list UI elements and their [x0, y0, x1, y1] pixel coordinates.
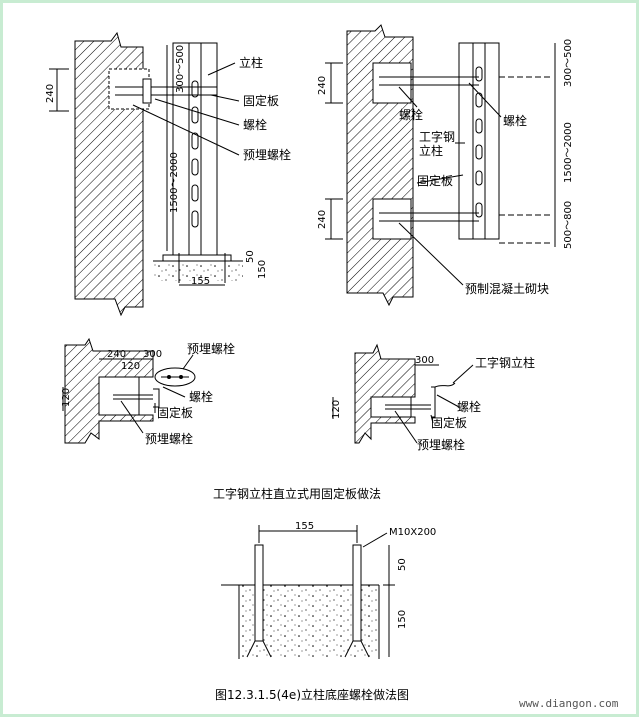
label-embedded-bolt-3b: 预埋螺栓 [145, 431, 193, 446]
dim-300-500-b: 300～500 [563, 39, 574, 87]
middle-title: 工字钢立柱直立式用固定板做法 [213, 486, 381, 501]
dim-240-b2: 240 [317, 210, 328, 229]
block-bottom-2 [372, 198, 412, 240]
column-2 [458, 42, 500, 240]
label-bolt-4: 螺栓 [457, 399, 481, 414]
label-fixing-plate-4: 固定板 [431, 415, 467, 430]
dim-150-e: 150 [397, 610, 408, 629]
label-embedded-bolt-4: 预埋螺栓 [417, 437, 465, 452]
dim-155-e: 155 [295, 521, 314, 532]
bolt-right-5 [352, 544, 362, 642]
block-top-2 [372, 62, 412, 104]
diagram-5-base-bolts: 155 M10X200 50 150 [221, 521, 436, 659]
label-embedded-bolt-1: 预埋螺栓 [243, 147, 291, 162]
label-ibeam-2: 工字钢 [419, 129, 455, 144]
figure-title: 图12.3.1.5(4e)立柱底座螺栓做法图 [215, 687, 409, 702]
dim-1500-2000-b: 1500～2000 [563, 122, 574, 183]
diagram-4-ibeam-plan-view: 300 120 工字钢立柱 螺栓 固定板 预埋螺栓 [331, 343, 535, 452]
label-column-1: 立柱 [239, 55, 263, 70]
diagram-1-wall-mounted-column: 240 300～500 1500～2000 155 50 150 立柱 固定板 … [45, 31, 291, 317]
bolt-left-5 [254, 544, 264, 642]
dim-50-e: 50 [397, 558, 408, 571]
label-fixing-plate-3: 固定板 [157, 405, 193, 420]
dim-50-a: 50 [245, 250, 256, 263]
diagram-canvas: 240 300～500 1500～2000 155 50 150 立柱 固定板 … [45, 24, 619, 710]
dim-120-c1: 120 [121, 361, 140, 372]
watermark: www.diangon.com [519, 697, 619, 710]
dim-300-d: 300 [415, 355, 434, 366]
dim-120-d: 120 [331, 400, 342, 419]
dim-500-800-b: 500～800 [563, 201, 574, 249]
dim-1500-2000-a: 1500～2000 [169, 152, 180, 213]
pocket-3 [98, 376, 140, 416]
dim-120-c2: 120 [61, 388, 72, 407]
label-bolt-2b: 螺栓 [503, 113, 527, 128]
dim-240-a: 240 [45, 84, 56, 103]
dim-155-a: 155 [191, 276, 210, 287]
label-fixing-plate-2: 固定板 [417, 173, 453, 188]
dim-150-a: 150 [257, 260, 268, 279]
diagram-3-plan-view: 240 300 120 120 预埋螺栓 螺栓 固定板 预埋螺栓 [61, 337, 235, 446]
dim-300-c: 300 [143, 349, 162, 360]
diagram-2-block-mounted-column: 240 240 300～500 1500～2000 500～800 螺栓 螺栓 … [317, 24, 574, 307]
label-bolt-2a: 螺栓 [399, 107, 423, 122]
label-bolt-1: 螺栓 [243, 117, 267, 132]
label-ibeam-column-4: 工字钢立柱 [475, 355, 535, 370]
pocket-4 [370, 396, 412, 418]
label-bolt-spec-5: M10X200 [389, 527, 436, 538]
label-precast-block-2: 预制混凝土砌块 [465, 281, 549, 296]
label-bolt-3: 螺栓 [189, 389, 213, 404]
dim-240-c: 240 [107, 349, 126, 360]
label-embedded-bolt-3a: 预埋螺栓 [187, 341, 235, 356]
dim-300-500-a: 300～500 [175, 45, 186, 93]
label-column-2: 立柱 [419, 143, 443, 158]
dim-240-b1: 240 [317, 76, 328, 95]
label-fixing-plate-1: 固定板 [243, 93, 279, 108]
wall-4 [354, 343, 416, 444]
figure-frame: 240 300～500 1500～2000 155 50 150 立柱 固定板 … [3, 3, 636, 714]
